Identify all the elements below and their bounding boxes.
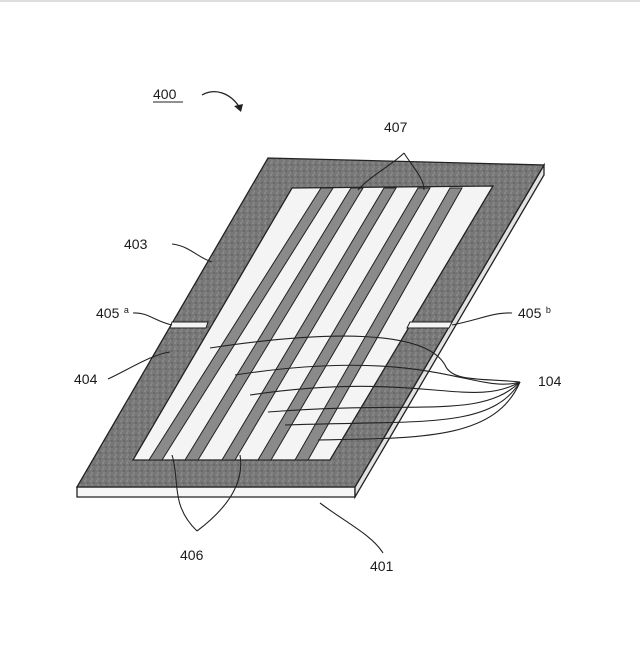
label-405b-number: 405 [518, 305, 542, 321]
ref-arrow [202, 92, 240, 108]
frame-gap-right [407, 322, 452, 328]
label-404: 404 [74, 371, 98, 387]
leader-401 [320, 503, 383, 553]
label-104: 104 [538, 373, 562, 389]
label-406: 406 [180, 547, 204, 563]
substrate-front-face [77, 487, 355, 497]
label-405a-number: 405 [96, 305, 120, 321]
leader-403 [172, 244, 212, 262]
label-401: 401 [370, 558, 394, 574]
leader-405a [133, 313, 172, 325]
label-405b-sup: b [546, 305, 551, 315]
figure-number: 400 [153, 86, 177, 102]
label-405a: 405 a [96, 305, 129, 322]
frame-gap-left [170, 322, 208, 328]
ref-arrowhead [234, 104, 243, 112]
label-407: 407 [384, 119, 408, 135]
label-403: 403 [124, 236, 148, 252]
label-405a-sup: a [124, 305, 129, 315]
label-405b: 405 b [518, 305, 551, 322]
